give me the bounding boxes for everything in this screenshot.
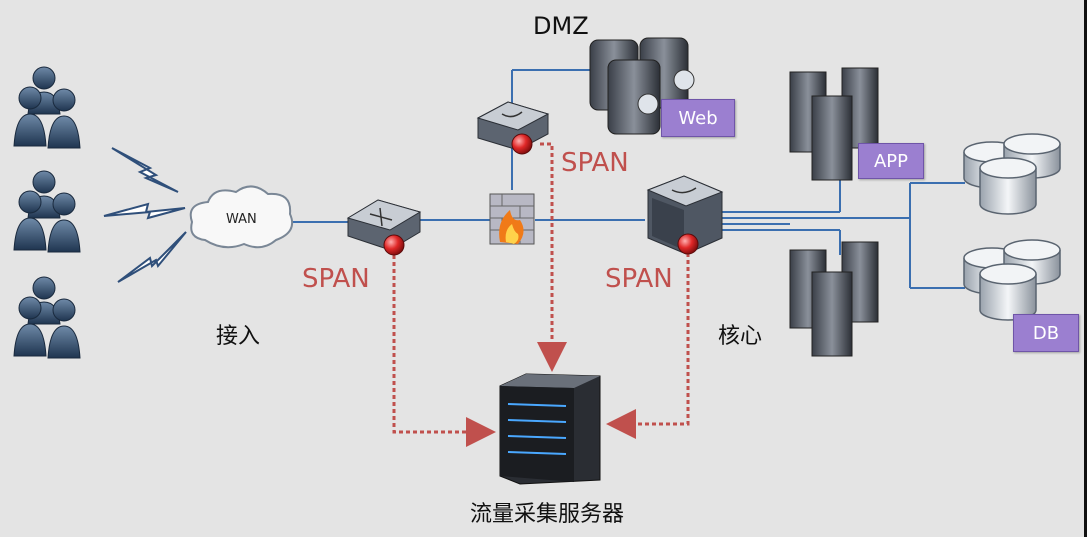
database-icons <box>963 133 1061 321</box>
db-tag: DB <box>1013 314 1079 352</box>
core-server-icons <box>789 241 879 357</box>
wan-label: WAN <box>226 212 257 227</box>
span-mirror-paths <box>392 142 690 447</box>
wan-cloud-icon <box>189 185 294 249</box>
wireless-lightning-icons <box>103 147 187 283</box>
core-switch-icon <box>646 175 724 255</box>
dmz-label: DMZ <box>533 12 589 40</box>
right-edge-bar <box>1084 0 1087 537</box>
app-tag: APP <box>858 143 924 179</box>
span-tap-points <box>383 133 699 256</box>
web-tag: Web <box>661 99 735 137</box>
access-label: 接入 <box>216 324 261 349</box>
span-core-label: SPAN <box>605 264 673 294</box>
network-links <box>290 69 965 289</box>
collector-server-icon <box>499 373 601 485</box>
user-group-icon <box>13 66 81 359</box>
app-server-icons <box>789 67 879 181</box>
core-label: 核心 <box>718 324 763 349</box>
access-switch-icon <box>346 199 422 251</box>
dmz-server-icons <box>589 37 695 135</box>
collector-label: 流量采集服务器 <box>470 502 625 527</box>
firewall-icon <box>489 193 535 245</box>
span-access-label: SPAN <box>302 264 370 294</box>
span-dmz-label: SPAN <box>561 148 629 178</box>
